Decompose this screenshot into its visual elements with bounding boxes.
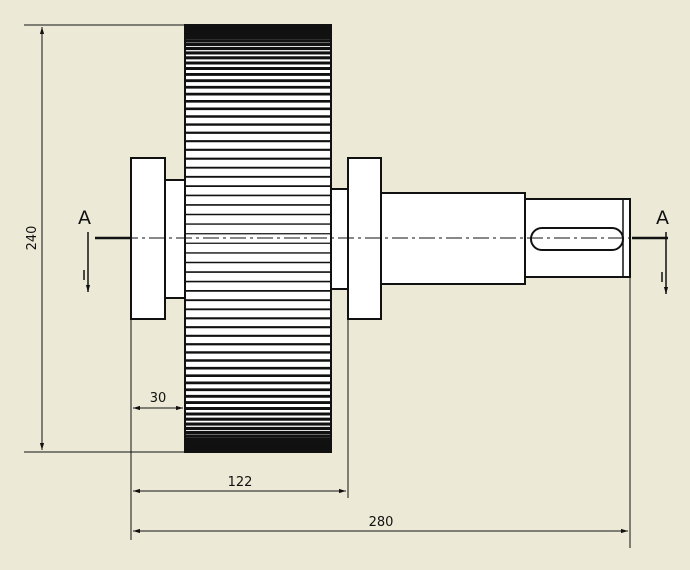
dimension-gear-to-bearing [133,319,349,498]
section-marker-left [83,232,130,292]
dimension-hub-width-label: 30 [150,391,167,406]
section-label-left: A [78,207,91,229]
dimension-height [24,24,185,453]
keyway-slot [530,227,624,251]
right-hub [330,188,349,290]
right-flange [330,157,382,320]
gear-teeth [186,25,330,452]
section-label-right: A [656,207,669,229]
section-marker-right [632,232,669,294]
dimension-overall-length-label: 280 [369,515,394,530]
left-hub [164,179,186,299]
dimension-hub-width [130,319,186,540]
dimension-overall-length [133,277,631,548]
dimension-gear-to-bearing-label: 122 [228,475,253,490]
dimension-height-label: 240 [25,226,40,251]
